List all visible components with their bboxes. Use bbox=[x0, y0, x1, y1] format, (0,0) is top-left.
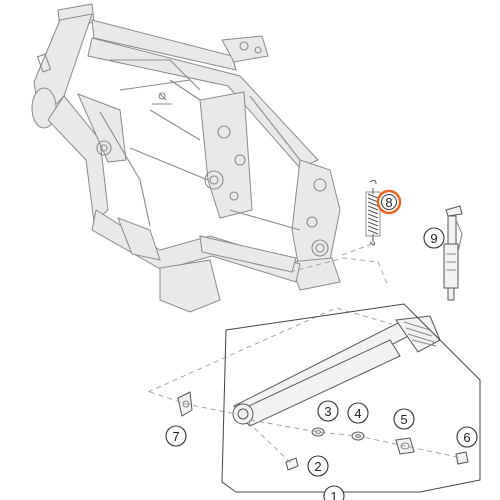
callout-7-label: 7 bbox=[172, 429, 179, 444]
callout-3: 3 bbox=[317, 400, 339, 422]
callout-2-label: 2 bbox=[314, 459, 321, 474]
callout-5-label: 5 bbox=[400, 412, 407, 427]
callout-9-label: 9 bbox=[430, 231, 437, 246]
callout-4: 4 bbox=[347, 402, 369, 424]
side-stand-part bbox=[232, 315, 441, 427]
callout-2: 2 bbox=[307, 455, 329, 477]
callout-1: 1 bbox=[323, 485, 345, 500]
callout-8-label: 8 bbox=[385, 195, 392, 210]
callout-5: 5 bbox=[393, 408, 415, 430]
callout-3-label: 3 bbox=[324, 404, 331, 419]
callout-4-label: 4 bbox=[354, 406, 361, 421]
callout-7: 7 bbox=[165, 425, 187, 447]
callout-6: 6 bbox=[456, 426, 478, 448]
motorcycle-frame bbox=[31, 3, 341, 313]
callout-9: 9 bbox=[423, 227, 445, 249]
spring-part bbox=[365, 179, 381, 246]
callout-8: 8 bbox=[376, 189, 402, 215]
callout-6-label: 6 bbox=[463, 430, 470, 445]
assembly-group-box bbox=[221, 303, 481, 493]
assembly-guide-lines bbox=[147, 243, 463, 465]
sidestand-switch-part bbox=[443, 205, 463, 301]
callout-1-label: 1 bbox=[330, 489, 337, 500]
